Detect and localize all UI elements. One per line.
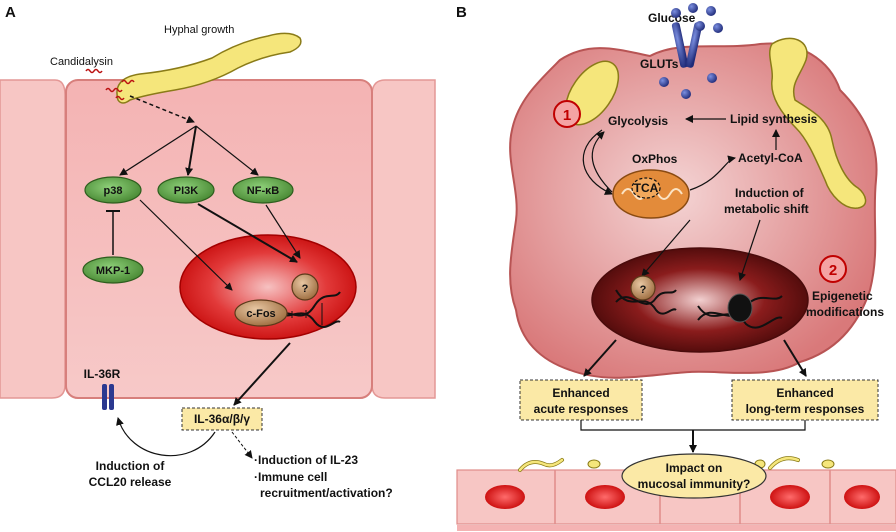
- arrow-to-acute: [583, 339, 617, 377]
- panel-b: B GLUTs Glucose 1 Glycolysis Lipid synth…: [456, 3, 896, 531]
- step-2-badge: [819, 255, 847, 283]
- pi3k-label: PI3K: [174, 185, 199, 197]
- arrow-glycolysis-to-mito: [582, 129, 613, 195]
- il36-box: [181, 407, 263, 431]
- arrow-il36-to-receptor: [116, 417, 216, 457]
- panel-b-letter: B: [456, 4, 467, 21]
- arrow-to-longterm: [783, 339, 807, 377]
- pi3k-node: [157, 176, 215, 204]
- step-1-label: 1: [563, 107, 571, 124]
- epigenetic-line1: Epigenetic: [812, 289, 873, 303]
- il36r-label: IL-36R: [84, 367, 121, 381]
- hypha-b: [769, 37, 867, 209]
- right-neighbor-cell: [371, 79, 436, 399]
- step-2-label: 2: [829, 262, 837, 279]
- acute-line2: acute responses: [534, 402, 629, 416]
- p38-label: p38: [104, 185, 123, 197]
- oxphos-label: OxPhos: [632, 152, 678, 166]
- hyphal-growth-label: Hyphal growth: [164, 24, 234, 36]
- arrow-to-nfkb: [195, 125, 259, 176]
- impact-ellipse: [621, 453, 767, 499]
- glut-transporter-2: [685, 22, 703, 68]
- acetyl-coa-label: Acetyl-CoA: [738, 151, 803, 165]
- longterm-line1: Enhanced: [776, 386, 833, 400]
- nfkb-node: [232, 176, 294, 204]
- candidalysin-pore: [115, 95, 125, 101]
- ccl20-label-line1: Induction of: [96, 459, 166, 473]
- glucose-molecule: [688, 3, 698, 13]
- merge-bracket: [580, 420, 806, 431]
- mkp1-label: MKP-1: [96, 265, 130, 277]
- metabolic-shift-line1: Induction of: [735, 186, 805, 200]
- panel-a-letter: A: [5, 4, 16, 21]
- il36-label: IL-36α/β/γ: [194, 412, 250, 426]
- arrow-p38-to-cfos: [139, 199, 233, 291]
- gluts-label: GLUTs: [640, 57, 679, 71]
- epithelial-cell: [65, 79, 373, 399]
- arrow-to-p38: [119, 125, 197, 176]
- il36r-receptor-chain-2: [109, 384, 114, 410]
- il23-label: ·Induction of IL-23: [254, 453, 358, 467]
- chromatin-nucleosome: [727, 293, 753, 323]
- glucose-molecule: [659, 77, 669, 87]
- glucose-molecule: [707, 73, 717, 83]
- unknown-tf-node-a: [291, 273, 319, 301]
- il36r-receptor-chain-1: [102, 384, 107, 410]
- impact-line2: mucosal immunity?: [638, 477, 751, 491]
- mitochondrion: [612, 169, 690, 219]
- glucose-molecule: [681, 89, 691, 99]
- hypha: [116, 32, 302, 104]
- glucose-label: Glucose: [648, 11, 696, 25]
- tca-label: TCA: [634, 181, 659, 195]
- nucleus-a: [179, 234, 357, 340]
- step-1-badge: [553, 100, 581, 128]
- glucose-molecule: [706, 6, 716, 16]
- glucose-molecule: [713, 23, 723, 33]
- arrow-mito-to-acetylcoa: [689, 155, 736, 191]
- arrow-nucleus-to-il36: [233, 342, 291, 406]
- unknown-tf-label-a: ?: [302, 283, 309, 295]
- candidalysin-label: Candidalysin: [50, 56, 113, 68]
- arrow-nfkb-to-unknown: [265, 204, 301, 259]
- arrow-mito-to-glycolysis: [591, 131, 613, 193]
- acute-line1: Enhanced: [552, 386, 609, 400]
- candidalysin-peptide-2: [105, 87, 123, 93]
- lipid-synthesis-label: Lipid synthesis: [730, 112, 818, 126]
- impact-line1: Impact on: [666, 461, 723, 475]
- glucose-molecule: [671, 8, 681, 18]
- epigenetic-line2: modifications: [806, 305, 884, 319]
- immune-label-line2: recruitment/activation?: [260, 486, 393, 500]
- immune-label-line1: ·Immune cell: [254, 470, 327, 484]
- nfkb-label: NF-κB: [247, 185, 279, 197]
- mkp1-node: [82, 256, 144, 284]
- arrow-shift-to-chromatin: [738, 219, 761, 281]
- ccl20-label-line2: CCL20 release: [89, 475, 172, 489]
- arrow-shift-to-unknown: [641, 219, 691, 277]
- arrow-pi3k-to-unknown: [197, 203, 298, 263]
- left-neighbor-cell: [0, 79, 66, 399]
- panel-a: A Hyphal growth Candidalysin p38 PI3K NF…: [0, 4, 436, 500]
- dashed-signal-arrow: [129, 95, 195, 124]
- cfos-node: [234, 299, 288, 327]
- cfos-label: c-Fos: [246, 308, 275, 320]
- arrow-to-pi3k: [185, 125, 197, 176]
- unknown-tf-node-b: [630, 275, 656, 301]
- arrow-il36-to-il23: [231, 431, 253, 459]
- glut-transporter-1: [671, 22, 689, 68]
- glucose-molecule: [695, 21, 705, 31]
- candidalysin-peptide-3: [121, 79, 135, 85]
- acute-response-box: [519, 379, 643, 421]
- candidalysin-peptide-1: [85, 68, 103, 74]
- glycolysis-label: Glycolysis: [608, 114, 668, 128]
- p38-node: [84, 176, 142, 204]
- metabolic-shift-line2: metabolic shift: [724, 202, 809, 216]
- dna-helix-b-left: [615, 289, 677, 315]
- unknown-tf-label-b: ?: [640, 284, 647, 296]
- longterm-response-box: [731, 379, 879, 421]
- longterm-line2: long-term responses: [746, 402, 865, 416]
